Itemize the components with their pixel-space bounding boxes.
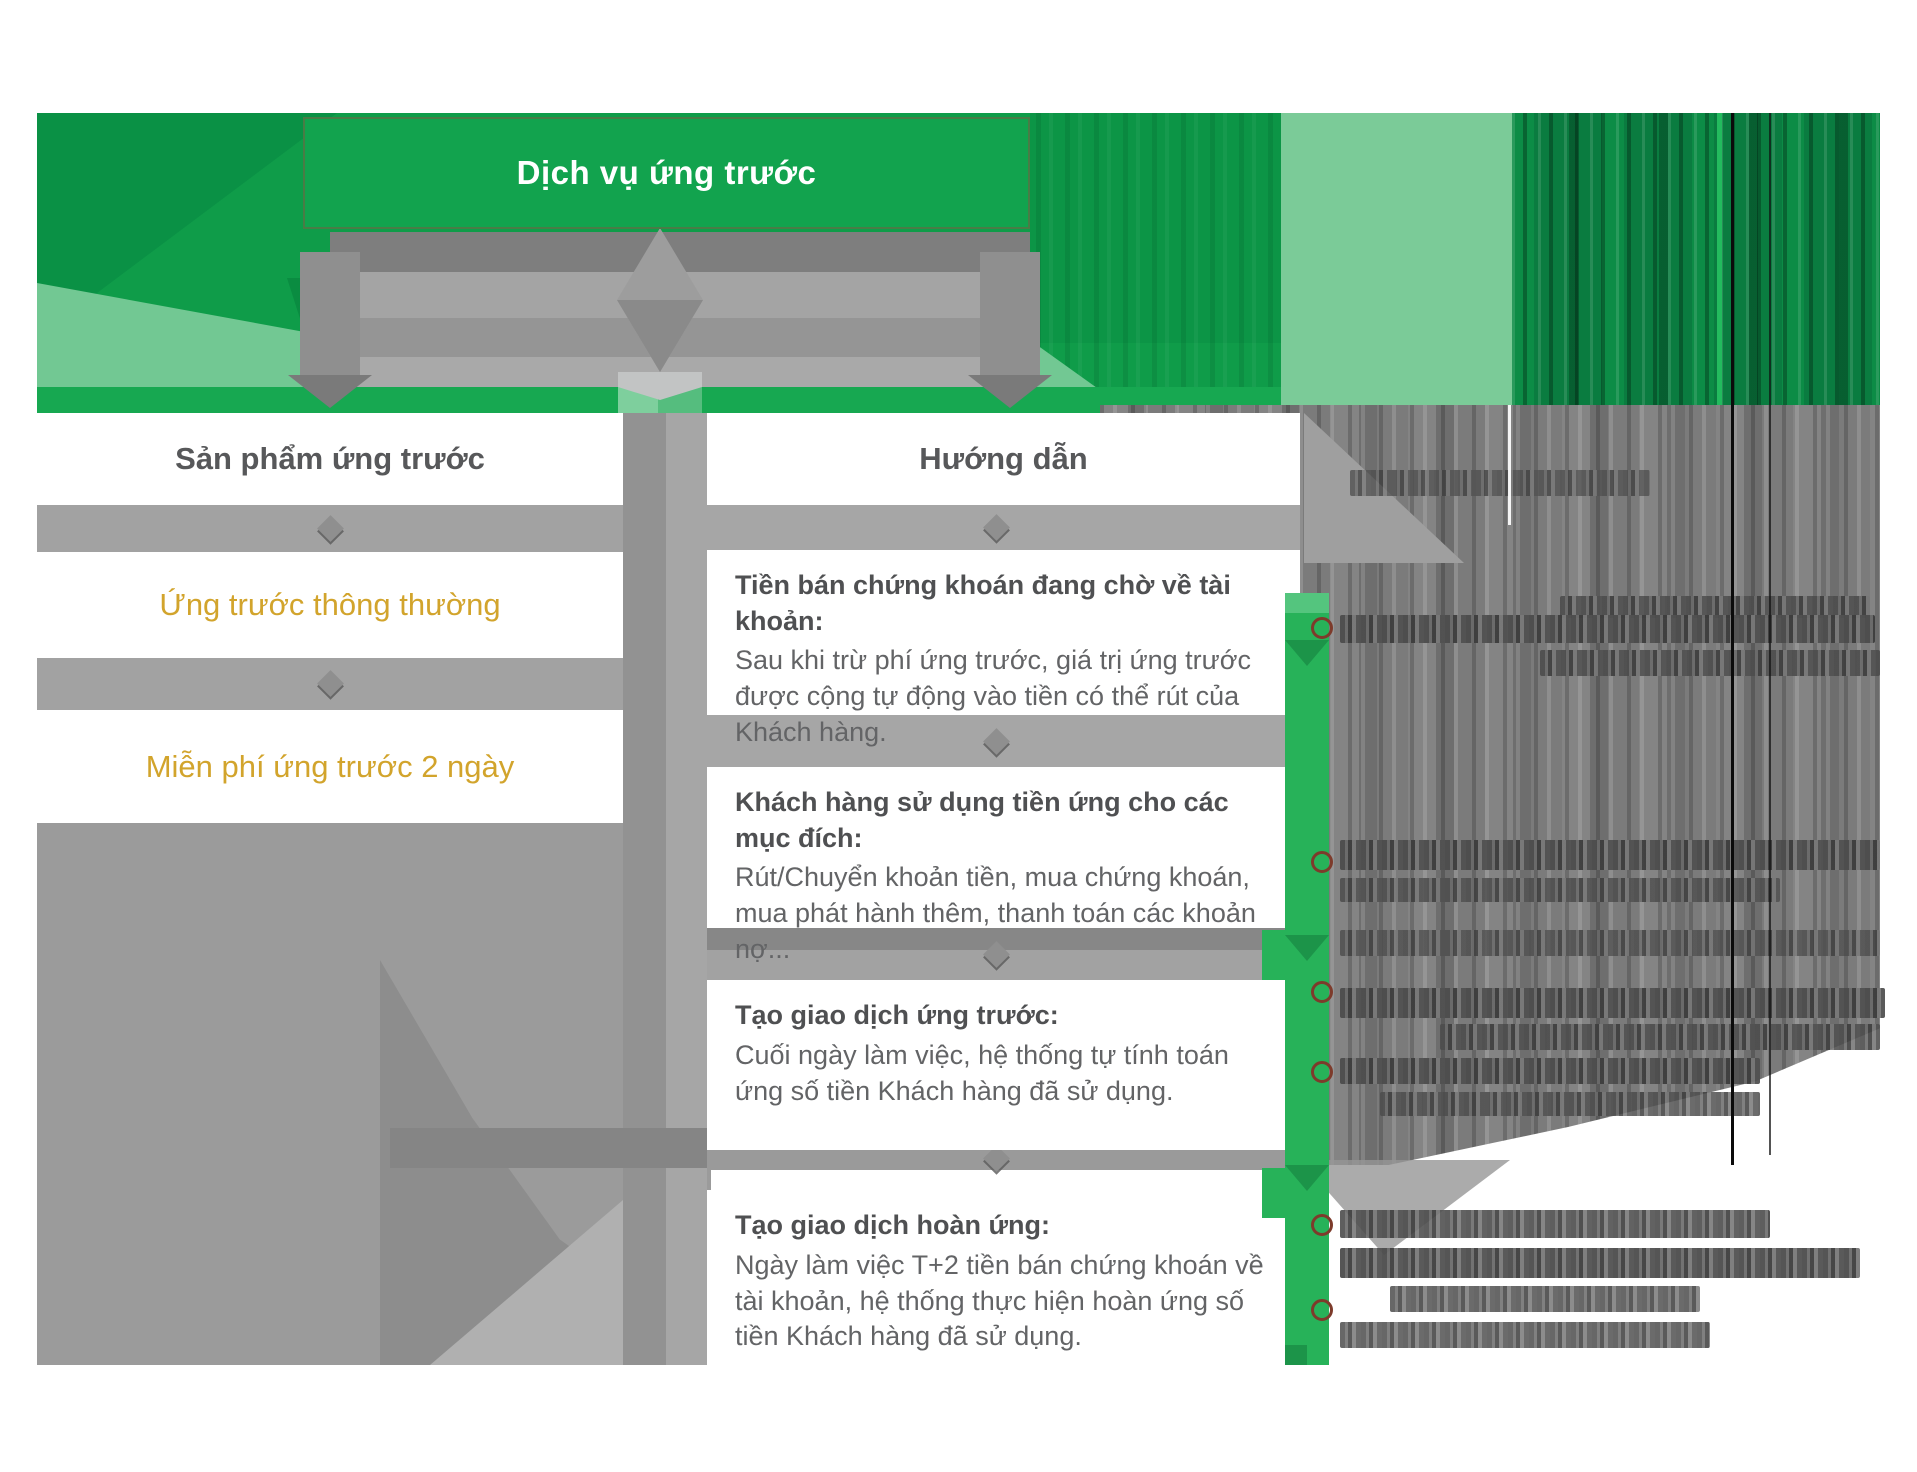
glitch-smear [1340,1058,1760,1084]
green-brace-bar-cap [1285,593,1329,613]
step-body: Ngày làm việc T+2 tiền bán chứng khoán v… [735,1249,1264,1352]
step-heading: Khách hàng sử dụng tiền ứng cho các mục … [735,787,1229,853]
right-column-header-box: Hướng dẫn [707,413,1300,505]
gray-center-column-light [666,413,707,1365]
green-bar-tab [1262,930,1285,980]
glitch-smear [1340,1248,1860,1278]
step-box: Tạo giao dịch hoàn ứng: Ngày làm việc T+… [707,1190,1300,1375]
product-item-label: Ứng trước thông thường [159,587,501,622]
glitch-smear [1390,1286,1700,1312]
green-band-streak-overlay [1036,113,1281,405]
glitch-darkgreen-streak-block [1512,113,1880,405]
glitch-smear [1340,1210,1770,1238]
green-bar-tab [1262,1168,1285,1218]
bullet-ring-icon [1311,981,1333,1003]
glitch-smear [1560,596,1870,618]
green-brace-bar [1285,593,1329,1365]
gray-dark-band-bottom [390,1128,711,1168]
product-item-label: Miễn phí ứng trước 2 ngày [145,748,515,784]
left-column-header-box: Sản phẩm ứng trước [37,413,623,505]
product-item-box: Ứng trước thông thường [37,552,623,658]
vertical-line-green [1717,113,1722,405]
glitch-lightgreen-column [1281,113,1512,405]
step-box: Tạo giao dịch ứng trước: Cuối ngày làm v… [707,980,1300,1150]
vertical-line-black [1769,113,1771,1155]
step-box: Tiền bán chứng khoán đang chờ về tài kho… [707,550,1300,747]
glitch-smear [1340,1322,1710,1348]
step-heading: Tạo giao dịch hoàn ứng: [735,1210,1051,1240]
bullet-ring-icon [1311,851,1333,873]
bullet-ring-icon [1311,617,1333,639]
glitch-smear [1340,878,1780,902]
glitch-smear [1380,1092,1760,1116]
diagram-title-box: Dịch vụ ứng trước [303,117,1030,229]
glitch-smear [1540,650,1880,676]
bullet-ring-icon [1311,1061,1333,1083]
step-body: Rút/Chuyển khoản tiền, mua chứng khoán, … [735,862,1256,965]
step-heading: Tiền bán chứng khoán đang chờ về tài kho… [735,570,1231,636]
bullet-ring-icon [1311,1299,1333,1321]
green-band-dark-right [1030,113,1281,343]
bullet-ring-icon [1311,1214,1333,1236]
glitch-smear [1440,1024,1880,1050]
glitch-smear [1340,840,1880,870]
right-column-header: Hướng dẫn [919,441,1088,476]
step-box: Khách hàng sử dụng tiền ứng cho các mục … [707,767,1300,964]
glitch-gray-tail [1300,1160,1510,1255]
glitch-smear [1350,470,1650,496]
glitch-smear [1340,930,1880,956]
product-item-box: Miễn phí ứng trước 2 ngày [37,710,623,823]
glitch-smear [1340,615,1875,643]
branch-arrows-graphic [288,229,1052,408]
step-body: Cuối ngày làm việc, hệ thống tự tính toá… [735,1039,1229,1106]
glitch-smear [1340,988,1885,1018]
left-column-header: Sản phẩm ứng trước [175,441,485,476]
vertical-line-white [1508,405,1511,525]
step-body: Sau khi trừ phí ứng trước, giá trị ứng t… [735,645,1251,748]
vertical-line-black [1731,113,1734,1165]
green-bar-foot [1285,1345,1307,1365]
diagram-title: Dịch vụ ứng trước [516,154,817,191]
step-heading: Tạo giao dịch ứng trước: [735,1000,1059,1030]
